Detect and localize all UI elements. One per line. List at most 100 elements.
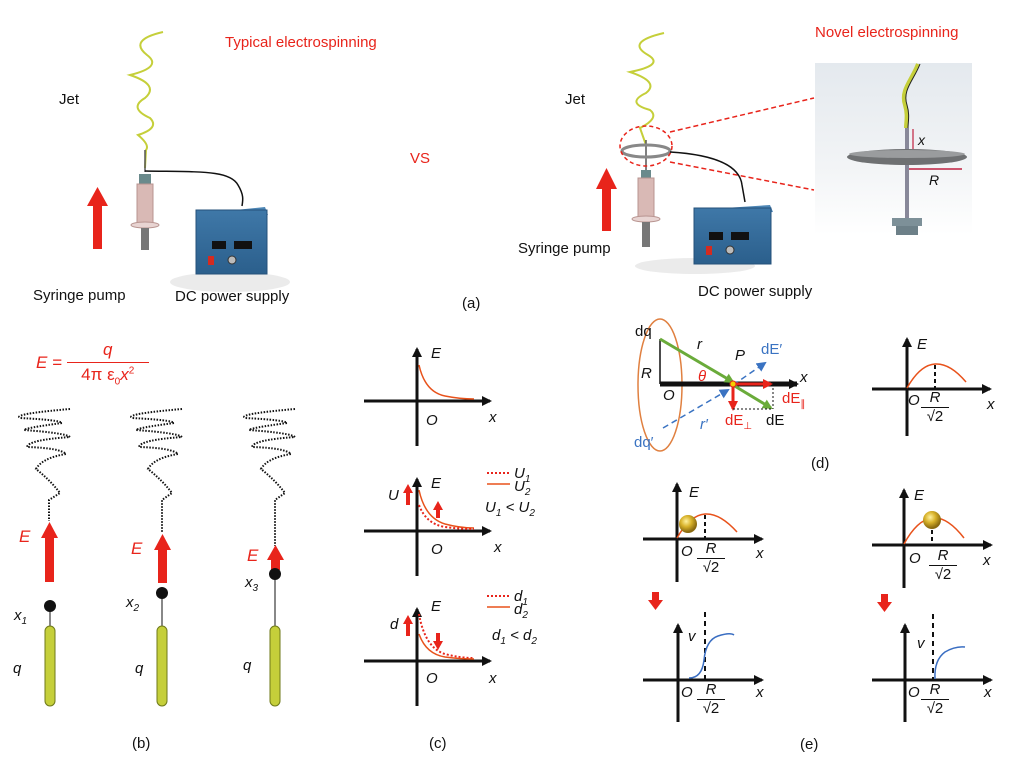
de-prime-label: dE′ [761,341,783,358]
d-graph-origin-label: O [908,392,920,409]
panel-e-right-field-graph [872,488,993,588]
formula-lhs: E = [36,353,62,373]
point-p-label: P [735,347,746,364]
de-label: dE [766,412,785,429]
panel-a-caption: (a) [462,295,481,312]
panel-c-graph-3 [364,595,510,706]
zoom-circle [619,125,673,167]
novel-power-label: DC power supply [698,283,813,300]
graph1-x-label: x [489,409,497,426]
field-label-1: E [19,527,31,546]
jet-column-3 [243,408,298,707]
u-relation: U1 < U2 [485,499,535,519]
jet-column-2 [130,408,185,707]
panel-c-caption: (c) [429,735,447,752]
formula-numerator: q [103,340,113,359]
jet-column-1 [18,408,73,707]
e-right-field-y-label: E [914,487,925,504]
inset-x-label: x [918,132,925,148]
e-curve [906,363,967,389]
formula-fraction: q 4π ε0x2 [66,340,149,387]
ring-origin-label: O [663,387,675,404]
ring-radius-label: R [641,365,652,382]
jet-spiral [626,32,665,146]
d-graph-x-label: x [987,396,995,413]
r-vector [659,337,735,384]
syringe-plunger [141,228,149,250]
distance-label-2: x2 [126,594,140,614]
e-left-field-origin: O [681,543,693,560]
graph2-x-label: x [494,539,502,556]
d-graph-peak-label: R√2 [921,390,949,425]
novel-setup [596,32,972,274]
panel-e-right-velocity-graph [872,594,993,722]
e-left-field-x-label: x [756,545,764,562]
field-label-3: E [247,546,259,565]
transition-arrow [648,592,663,610]
graph2-arrow-label: U [388,487,399,504]
e-right-velocity-mark-label: R√2 [921,682,949,717]
typical-power-label: DC power supply [175,288,290,305]
e-left-velocity-mark-label: R√2 [697,682,725,717]
e-right-velocity-x-label: x [984,684,992,701]
de-vector [732,383,773,410]
e-right-velocity-y-label: v [917,635,925,652]
panel-e-left-field-graph [643,482,764,582]
d-graph-y-label: E [917,336,928,353]
novel-jet-label: Jet [565,91,586,108]
legend-u2: U2 [514,478,531,498]
d-increase-arrow [403,615,413,636]
e-left-field-peak-label: R√2 [697,541,725,576]
e-left-field-y-label: E [689,484,700,501]
panel-d-vector-diagram [637,318,799,452]
dq-label: dq [635,323,652,340]
d-relation: d1 < d2 [492,627,537,647]
dc-power-supply [635,205,773,274]
ring-collector [620,143,672,159]
charge-label-3: q [243,657,252,674]
graph3-x-label: x [489,670,497,687]
typical-title: Typical electrospinning [225,34,377,51]
zoom-line-bottom [669,161,815,191]
panel-e-left-velocity-graph [643,592,764,722]
distance-label-3: x3 [245,574,259,594]
point-p [729,380,737,388]
zoom-line-top [669,97,815,133]
legend-d2: d2 [514,601,528,621]
typical-jet-label: Jet [59,91,80,108]
novel-syringe-label: Syringe pump [518,240,611,257]
syringe-pump-arrow [87,187,108,249]
syringe-nozzle [139,174,151,184]
graph1-origin-label: O [426,412,438,429]
u-increase-arrow [403,484,413,505]
v-curve [688,632,735,679]
theta-label: θ [698,368,707,385]
panel-d-graph [872,337,992,436]
r-vector-label: r [697,336,702,353]
graph2-origin-label: O [431,541,443,558]
graph1-y-label: E [431,345,442,362]
inset-r-label: R [929,172,940,188]
field-label-2: E [131,539,143,558]
ring-inset [815,63,972,235]
legend-u1: U1 [514,465,531,485]
e-right-field-peak-label: R√2 [929,548,957,583]
curve-down-arrow [433,633,443,650]
cable [669,151,746,203]
r-prime-label: r′ [700,416,708,433]
dc-power-supply [170,207,290,292]
charge-ball [679,515,697,533]
novel-title: Novel electrospinning [815,24,959,41]
charge-label-1: q [13,660,22,677]
transition-arrow [877,594,892,612]
axis-x-label: x [800,369,808,386]
e-right-field-x-label: x [983,552,991,569]
charge-label-2: q [135,660,144,677]
e-right-field-origin: O [909,550,921,567]
e-right-velocity-origin: O [908,684,920,701]
charge-ball [923,511,941,529]
e-left-velocity-y-label: v [688,628,696,645]
syringe-barrel [136,183,154,225]
panel-c-graph-1 [364,347,492,446]
